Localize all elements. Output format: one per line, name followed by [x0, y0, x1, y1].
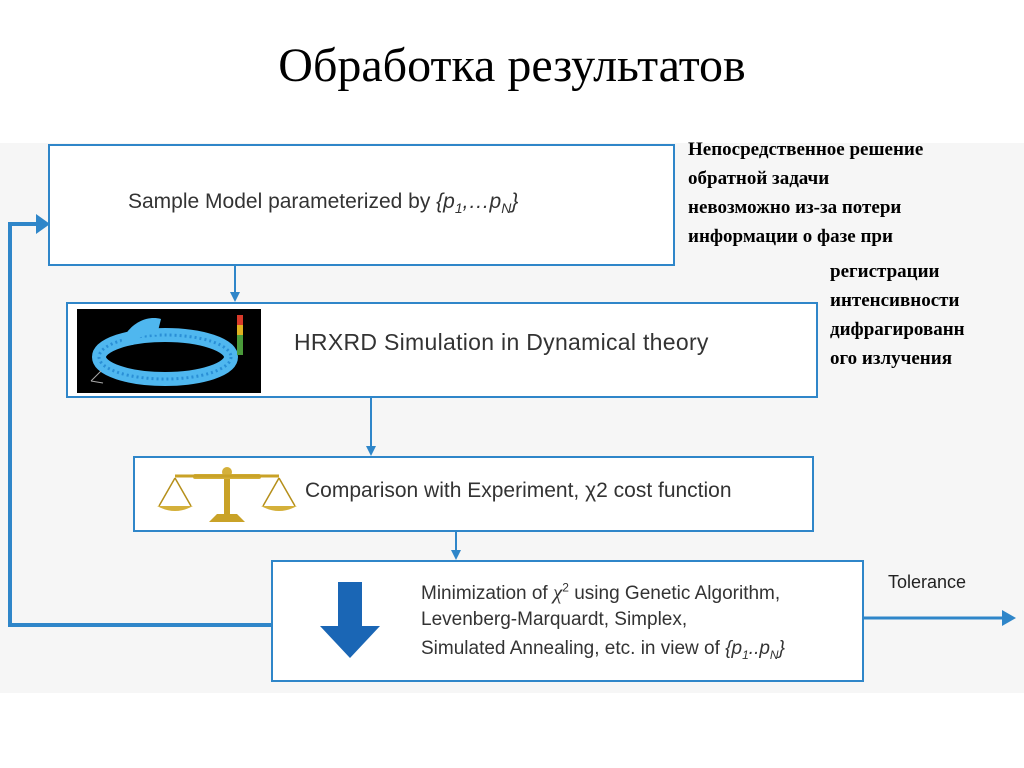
simulation-label: HRXRD Simulation in Dynamical theory	[294, 329, 709, 355]
minimization-text-a: Minimization of	[421, 583, 553, 604]
minimization-text-c: Simulated Annealing, etc. in view of	[421, 638, 726, 659]
comparison-label: Comparison with Experiment, χ2 cost func…	[305, 479, 732, 502]
sample-model-text: Sample Model parameterized by {p1,…pN}	[128, 190, 518, 216]
param-sub-1: 1	[454, 200, 463, 217]
balance-scale-icon	[157, 467, 297, 522]
param-close: }	[511, 190, 519, 213]
note-line-6: интенсивности	[830, 290, 960, 311]
minimization-line-2: Levenberg-Marquardt, Simplex,	[421, 609, 688, 630]
down-arrow-icon	[320, 582, 380, 658]
note-line-4: информации о фазе при	[688, 226, 893, 247]
param-open-2: {p	[725, 638, 743, 659]
note-line-3: невозможно из-за потери	[688, 197, 902, 218]
param-sub-1-2: 1	[742, 647, 749, 662]
minimization-text-b: using Genetic Algorithm,	[568, 583, 781, 604]
minimization-line-1: Minimization of χ2 using Genetic Algorit…	[421, 580, 780, 605]
param-sub-n: N	[501, 200, 512, 217]
tolerance-arrowhead	[1002, 610, 1016, 626]
tolerance-label: Tolerance	[888, 572, 967, 592]
slide-title: Обработка результатов	[278, 39, 746, 92]
sample-model-box: Sample Model parameterized by {p1,…pN}	[48, 144, 675, 266]
param-dots: ..p	[748, 638, 770, 659]
param-mid: ,…p	[462, 190, 502, 213]
comparison-box: Comparison with Experiment, χ2 cost func…	[133, 456, 814, 532]
minimization-line-3: Simulated Annealing, etc. in view of {p1…	[421, 638, 785, 662]
note-line-1: Непосредственное решение	[688, 139, 924, 160]
note-line-8: ого излучения	[830, 348, 952, 369]
simulation-box: HRXRD Simulation in Dynamical theory	[66, 302, 818, 398]
chi-exponent: 2	[562, 580, 569, 595]
param-close-2: }	[778, 638, 785, 659]
param-sub-n-2: N	[769, 647, 779, 662]
feedback-arrowhead	[36, 214, 50, 234]
minimization-box: Minimization of χ2 using Genetic Algorit…	[271, 560, 864, 682]
param-open: {p	[436, 190, 455, 213]
note-line-2: обратной задачи	[688, 168, 830, 189]
note-line-5: регистрации	[830, 261, 940, 282]
ring-simulation-render	[77, 309, 261, 393]
sample-model-label: Sample Model parameterized by	[128, 190, 431, 213]
chi-symbol: χ	[553, 580, 563, 604]
feedback-loop-line	[8, 222, 271, 627]
note-line-7: дифрагированн	[830, 319, 965, 340]
